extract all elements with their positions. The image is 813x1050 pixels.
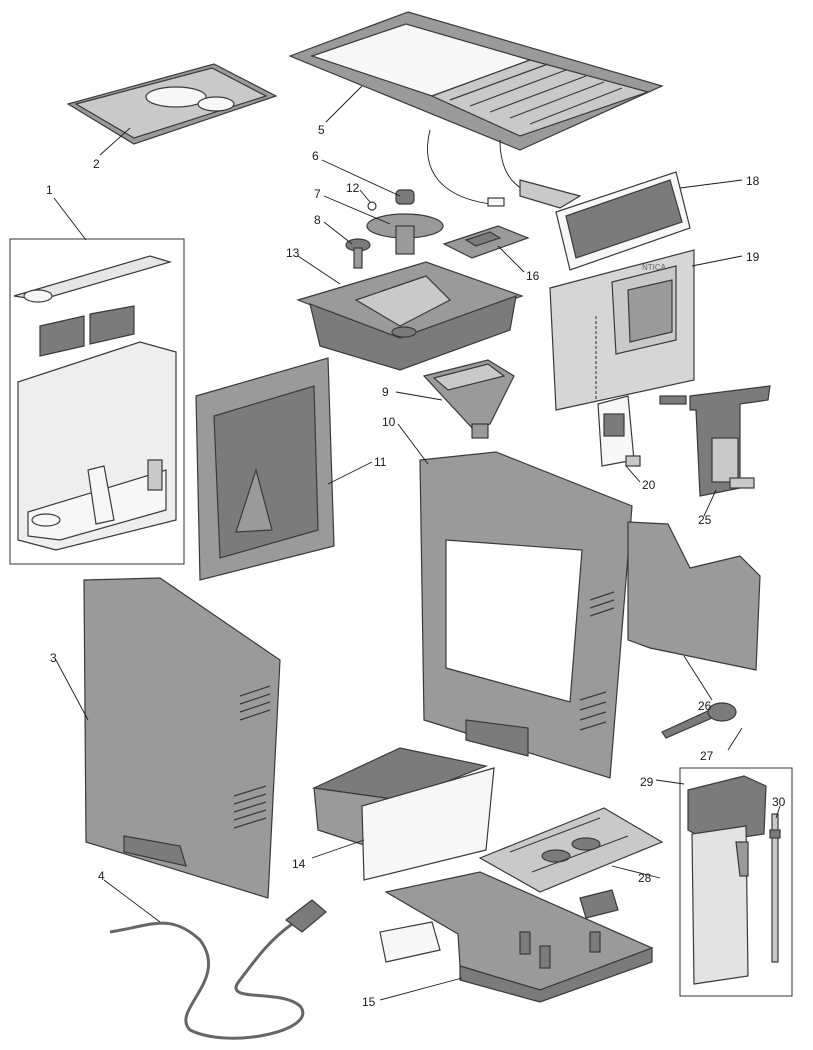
part-30-tube bbox=[769, 813, 781, 963]
label-5: 5 bbox=[318, 123, 325, 137]
part-5-top-frame bbox=[288, 11, 664, 207]
label-14: 14 bbox=[292, 857, 306, 871]
label-3: 3 bbox=[50, 651, 57, 665]
part-18-control-panel bbox=[519, 171, 691, 271]
part-2-lid bbox=[66, 63, 278, 145]
label-10: 10 bbox=[382, 415, 396, 429]
label-4: 4 bbox=[98, 869, 105, 883]
label-9: 9 bbox=[382, 385, 389, 399]
label-7: 7 bbox=[314, 187, 321, 201]
part-29-milk-carafe bbox=[679, 767, 793, 997]
label-29: 29 bbox=[640, 775, 654, 789]
label-25: 25 bbox=[698, 513, 712, 527]
label-20: 20 bbox=[642, 478, 656, 492]
part-labels: 1 2 3 4 5 6 7 8 9 10 11 12 13 14 15 16 1… bbox=[46, 123, 786, 1009]
part-27-scoop bbox=[661, 702, 737, 739]
label-11: 11 bbox=[374, 455, 387, 469]
part-28-grate bbox=[478, 807, 664, 893]
part-12-spring bbox=[367, 201, 377, 211]
part-19-front-panel: NTICA bbox=[549, 249, 695, 411]
part-6-cap bbox=[395, 189, 415, 205]
label-8: 8 bbox=[314, 213, 321, 227]
part-11-inner-panel bbox=[195, 357, 335, 581]
part-9-funnel bbox=[422, 359, 515, 439]
part-14-drawer bbox=[311, 747, 495, 881]
label-27: 27 bbox=[700, 749, 714, 763]
label-6: 6 bbox=[312, 149, 319, 163]
part-26-side-cover bbox=[627, 521, 761, 671]
brand-text: NTICA bbox=[642, 263, 667, 272]
part-3-side-panel bbox=[83, 577, 281, 899]
part-16-small-lid bbox=[442, 225, 530, 259]
part-25-steam-unit bbox=[659, 385, 771, 497]
label-28: 28 bbox=[638, 871, 652, 885]
label-13: 13 bbox=[286, 246, 300, 260]
part-7-disc bbox=[366, 213, 444, 255]
part-13-hopper bbox=[296, 261, 524, 371]
part-1-water-tank bbox=[9, 238, 185, 565]
part-4-power-cord bbox=[109, 899, 327, 1040]
part-20-module bbox=[597, 395, 641, 467]
part-10-frame-panel bbox=[419, 451, 633, 779]
label-19: 19 bbox=[746, 250, 760, 264]
part-8-gear bbox=[345, 238, 371, 269]
label-12: 12 bbox=[346, 181, 360, 195]
label-1: 1 bbox=[46, 183, 53, 197]
label-26: 26 bbox=[698, 699, 712, 713]
part-15-drip-tray bbox=[379, 871, 654, 1003]
label-18: 18 bbox=[746, 174, 760, 188]
leader-lines bbox=[53, 85, 781, 1001]
label-30: 30 bbox=[772, 795, 786, 809]
label-2: 2 bbox=[93, 157, 100, 171]
label-15: 15 bbox=[362, 995, 376, 1009]
label-16: 16 bbox=[526, 269, 540, 283]
